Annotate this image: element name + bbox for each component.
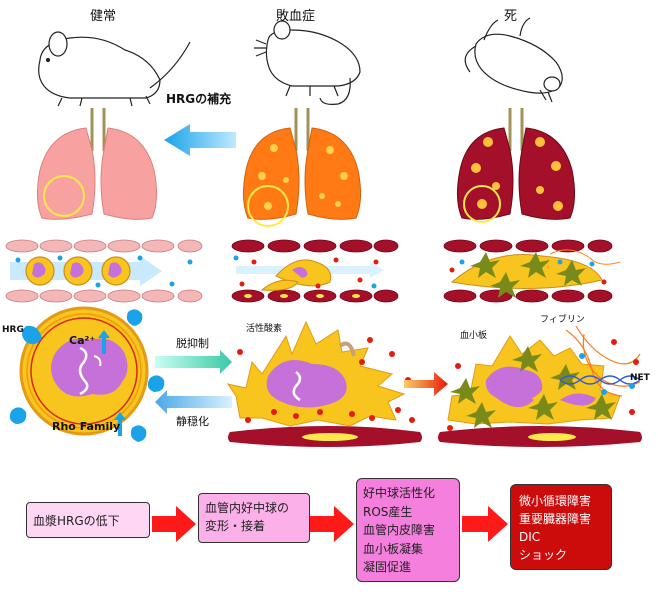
flow-box-neutrophil-activation: 好中球活性化 ROS産生 血管内皮障害 血小板凝集 凝固促進: [356, 478, 460, 582]
flow-box-neutrophil-adhesion: 血管内好中球の 変形・接着: [198, 493, 310, 543]
stabilization-arrow: [155, 390, 232, 414]
label-death: 死: [504, 9, 517, 24]
flow-box-line: 血管内皮障害: [363, 523, 436, 537]
flow-box-line: 好中球活性化: [363, 486, 436, 500]
activated-neutrophil: [226, 320, 422, 447]
thrombus-aggregate: [438, 325, 642, 447]
reactive-oxygen-label: 活性酸素: [246, 322, 282, 334]
hrg-neutrophil: [9, 306, 165, 442]
flow-box-line: ROS産生: [363, 504, 413, 519]
stabilization-label: 静穏化: [176, 414, 209, 428]
hrg-supplement-arrow: [164, 124, 236, 156]
mouse-death: [464, 17, 563, 103]
flow-box-line: 凝固促進: [363, 560, 412, 574]
vessel-sepsis: [231, 239, 399, 303]
flow-box-line: 変形・接着: [205, 519, 266, 533]
lung-sepsis: [242, 108, 362, 227]
flow-arrows: [152, 506, 508, 542]
flow-arrow-1: [152, 506, 196, 542]
flow-box-line: 微小循環障害: [519, 494, 592, 508]
vessel-healthy: [4, 239, 203, 303]
lung-death: [456, 108, 576, 223]
fibrin-label: フィブリン: [540, 313, 585, 325]
calcium-label: Ca²⁺: [69, 334, 95, 347]
label-sepsis: 敗血症: [276, 9, 315, 24]
mouse-sepsis: [254, 20, 361, 105]
mouse-healthy: [38, 31, 191, 107]
flow-arrow-3: [462, 506, 508, 542]
progression-arrow: [404, 372, 448, 396]
flow-box-hrg-decrease: 血漿HRGの低下: [26, 502, 150, 538]
hrg-supplement-label: HRGの補充: [166, 91, 231, 106]
flow-box-line: 重要臓器障害: [519, 512, 592, 526]
flow-box-line: DIC: [519, 530, 541, 544]
flow-box-organ-failure: 微小循環障害 重要臓器障害 DIC ショック: [510, 484, 612, 570]
label-healthy: 健常: [90, 9, 116, 24]
flow-box-line: 血漿HRGの低下: [33, 514, 120, 528]
flow-arrow-2: [310, 506, 354, 542]
net-label: NET: [630, 373, 651, 383]
rho-family-label: Rho Family: [52, 420, 120, 433]
deactivation-arrow: [155, 350, 232, 374]
deactivation-label: 脱抑制: [176, 336, 209, 350]
vessel-death: [443, 239, 621, 303]
lung-healthy: [36, 108, 158, 220]
flow-box-line: 血小板凝集: [363, 541, 424, 556]
flow-box-line: ショック: [519, 548, 568, 562]
flow-box-line: 血管内好中球の: [205, 501, 290, 515]
platelet-label: 血小板: [460, 329, 487, 341]
hrg-label: HRG: [2, 325, 24, 335]
